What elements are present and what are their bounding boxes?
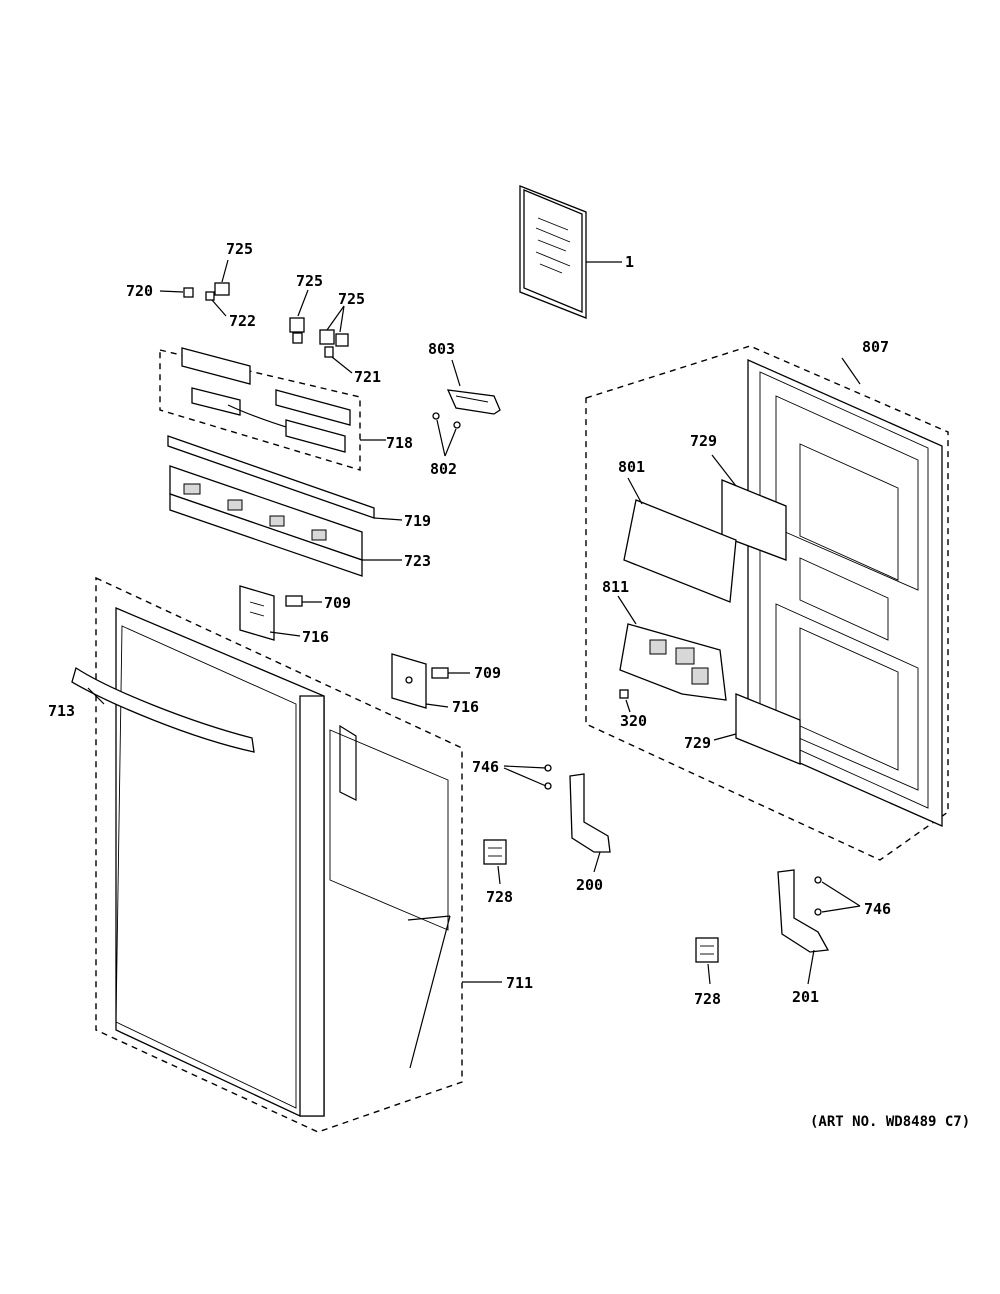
callout-713: 713 (48, 702, 75, 720)
control-clips (159, 259, 353, 374)
callout-709: 709 (474, 664, 501, 682)
callout-716: 716 (302, 628, 329, 646)
callout-721: 721 (354, 368, 381, 386)
manual-booklet (519, 185, 622, 319)
hinges-and-shims (483, 764, 861, 985)
callout-729: 729 (690, 432, 717, 450)
callout-811: 811 (602, 578, 629, 596)
callout-716: 716 (452, 698, 479, 716)
callout-720: 720 (126, 282, 153, 300)
outer-door-assembly (71, 576, 502, 1133)
callout-1: 1 (625, 253, 634, 271)
callout-803: 803 (428, 340, 455, 358)
callout-200: 200 (576, 876, 603, 894)
callout-746: 746 (472, 758, 499, 776)
callout-201: 201 (792, 988, 819, 1006)
callout-728: 728 (486, 888, 513, 906)
art-number: (ART NO. WD8489 C7) (810, 1114, 970, 1130)
inner-door-assembly (585, 345, 949, 861)
hinge-bracket (432, 359, 501, 457)
callout-801: 801 (618, 458, 645, 476)
callout-718: 718 (386, 434, 413, 452)
control-board-group (159, 347, 403, 521)
control-panel-housing (169, 465, 402, 577)
door-brackets (239, 585, 470, 709)
callout-725: 725 (338, 290, 365, 308)
callout-711: 711 (506, 974, 533, 992)
callout-729: 729 (684, 734, 711, 752)
callout-728: 728 (694, 990, 721, 1008)
callout-719: 719 (404, 512, 431, 530)
callout-709: 709 (324, 594, 351, 612)
callout-725: 725 (226, 240, 253, 258)
callout-320: 320 (620, 712, 647, 730)
callout-723: 723 (404, 552, 431, 570)
callout-807: 807 (862, 338, 889, 356)
callout-746: 746 (864, 900, 891, 918)
callout-725: 725 (296, 272, 323, 290)
callout-722: 722 (229, 312, 256, 330)
callout-802: 802 (430, 460, 457, 478)
